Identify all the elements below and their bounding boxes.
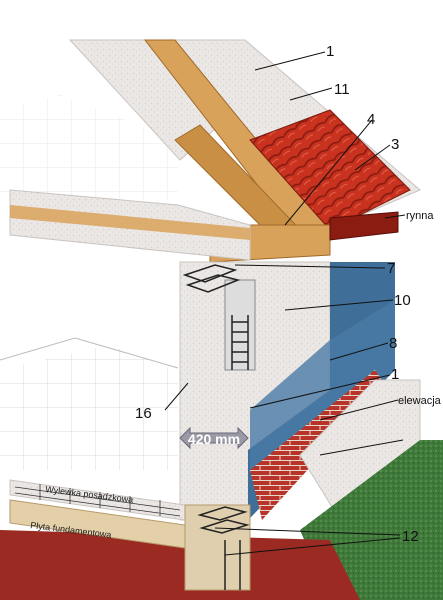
leader-lines — [164, 51, 406, 556]
slab-rebar-mesh — [14, 484, 181, 517]
callout-rynna: rynna — [406, 210, 434, 222]
callout-16: 16 — [135, 405, 152, 422]
callout-4: 4 — [367, 111, 375, 128]
attic-floor-grid — [0, 95, 178, 200]
callout-7: 7 — [387, 260, 395, 277]
callout-10: 10 — [394, 292, 411, 309]
dimension-arrow — [179, 426, 249, 450]
rebar-cage-column — [231, 315, 249, 370]
callout-1-top: 1 — [326, 43, 334, 60]
foundation-block — [184, 504, 251, 591]
gutter — [329, 211, 399, 241]
interior-floor-grid — [0, 345, 178, 470]
dimension-label: 420 mm — [188, 431, 240, 447]
callout-1-mid: 1 — [391, 366, 399, 383]
ceiling-slab-timber — [10, 205, 250, 240]
blue-wall-front — [250, 300, 395, 470]
callout-elewacja: elewacja — [398, 395, 442, 407]
callout-11: 11 — [334, 81, 350, 98]
callout-3: 3 — [391, 136, 399, 153]
callout-8: 8 — [389, 335, 397, 352]
interior-ceiling-outline — [0, 337, 179, 369]
rebar-foundation — [197, 506, 250, 590]
reinforcement-column — [224, 279, 256, 371]
callout-12: 12 — [402, 528, 419, 545]
soil — [0, 530, 360, 600]
rebar-ring-beam — [182, 264, 241, 293]
